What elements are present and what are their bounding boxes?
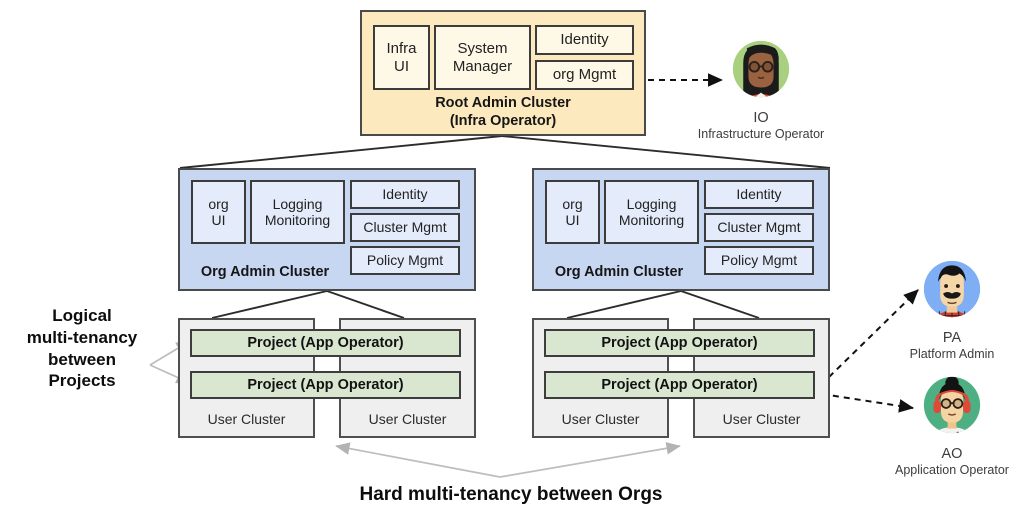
org2-project-2[interactable]: Project (App Operator) (544, 371, 815, 399)
persona-io-abbr: IO (753, 110, 769, 126)
root-tile-infra-ui-label: Infra UI (386, 40, 417, 75)
org1-user-cluster-1-label: User Cluster (207, 410, 286, 427)
org1-project-2-label: Project (App Operator) (247, 376, 404, 393)
persona-pa-abbr: PA (942, 330, 962, 346)
org1-tile-cluster-mgmt-label: Cluster Mgmt (363, 219, 447, 236)
org1-tile-logging-monitoring[interactable]: Logging Monitoring (250, 180, 345, 244)
persona-io-role: Infrastructure Operator (697, 127, 825, 141)
avatar-infrastructure-operator-icon (732, 40, 790, 98)
org1-tile-logging-monitoring-label: Logging Monitoring (264, 195, 331, 228)
persona-platform-admin[interactable]: PA Platform Admin (877, 252, 1022, 361)
org1-tile-policy-mgmt[interactable]: Policy Mgmt (350, 246, 460, 275)
org1-project-1-label: Project (App Operator) (247, 334, 404, 351)
org2-tile-org-ui[interactable]: org UI (545, 180, 600, 244)
org2-user-cluster-2-label: User Cluster (722, 410, 801, 427)
org2-tile-policy-mgmt[interactable]: Policy Mgmt (704, 246, 814, 275)
avatar-application-operator-icon (923, 376, 981, 434)
org2-user-cluster-1-label: User Cluster (561, 410, 640, 427)
org2-tile-logging-monitoring[interactable]: Logging Monitoring (604, 180, 699, 244)
root-tile-identity-label: Identity (560, 31, 609, 49)
org-admin-cluster-1-caption: Org Admin Cluster (200, 264, 330, 280)
org-admin-cluster-2-caption: Org Admin Cluster (554, 264, 684, 280)
org1-tile-policy-mgmt-label: Policy Mgmt (366, 252, 444, 269)
org1-tile-org-ui[interactable]: org UI (191, 180, 246, 244)
avatar-platform-admin-icon (923, 260, 981, 318)
org2-project-1-label: Project (App Operator) (601, 334, 758, 351)
logical-multitenancy-label: Logical multi-tenancy between Projects (26, 306, 138, 391)
root-tile-identity[interactable]: Identity (535, 25, 634, 55)
org2-tile-org-ui-label: org UI (562, 195, 583, 228)
org2-tile-cluster-mgmt-label: Cluster Mgmt (717, 219, 801, 236)
org2-tile-identity[interactable]: Identity (704, 180, 814, 209)
org2-tile-policy-mgmt-label: Policy Mgmt (720, 252, 798, 269)
org2-project-1[interactable]: Project (App Operator) (544, 329, 815, 357)
persona-ao-role: Application Operator (895, 463, 1009, 477)
org1-tile-identity-label: Identity (382, 186, 428, 203)
root-tile-org-mgmt-label: org Mgmt (552, 66, 617, 84)
persona-infrastructure-operator[interactable]: IO Infrastructure Operator (686, 32, 836, 141)
hard-multitenancy-label: Hard multi-tenancy between Orgs (359, 484, 663, 505)
root-admin-cluster-caption: Root Admin Cluster (Infra Operator) (435, 95, 571, 130)
org2-project-2-label: Project (App Operator) (601, 376, 758, 393)
org1-user-cluster-2-label: User Cluster (368, 410, 447, 427)
org2-tile-cluster-mgmt[interactable]: Cluster Mgmt (704, 213, 814, 242)
org2-tile-logging-monitoring-label: Logging Monitoring (618, 195, 685, 228)
persona-application-operator[interactable]: AO Application Operator (877, 368, 1022, 477)
org1-project-1[interactable]: Project (App Operator) (190, 329, 461, 357)
org1-tile-org-ui-label: org UI (208, 195, 229, 228)
org2-tile-identity-label: Identity (736, 186, 782, 203)
root-tile-org-mgmt[interactable]: org Mgmt (535, 60, 634, 90)
persona-ao-abbr: AO (941, 446, 963, 462)
root-tile-infra-ui[interactable]: Infra UI (373, 25, 430, 90)
persona-pa-role: Platform Admin (909, 347, 995, 361)
org1-project-2[interactable]: Project (App Operator) (190, 371, 461, 399)
org1-tile-cluster-mgmt[interactable]: Cluster Mgmt (350, 213, 460, 242)
root-tile-system-manager-label: System Manager (452, 40, 513, 75)
root-tile-system-manager[interactable]: System Manager (434, 25, 531, 90)
org1-tile-identity[interactable]: Identity (350, 180, 460, 209)
